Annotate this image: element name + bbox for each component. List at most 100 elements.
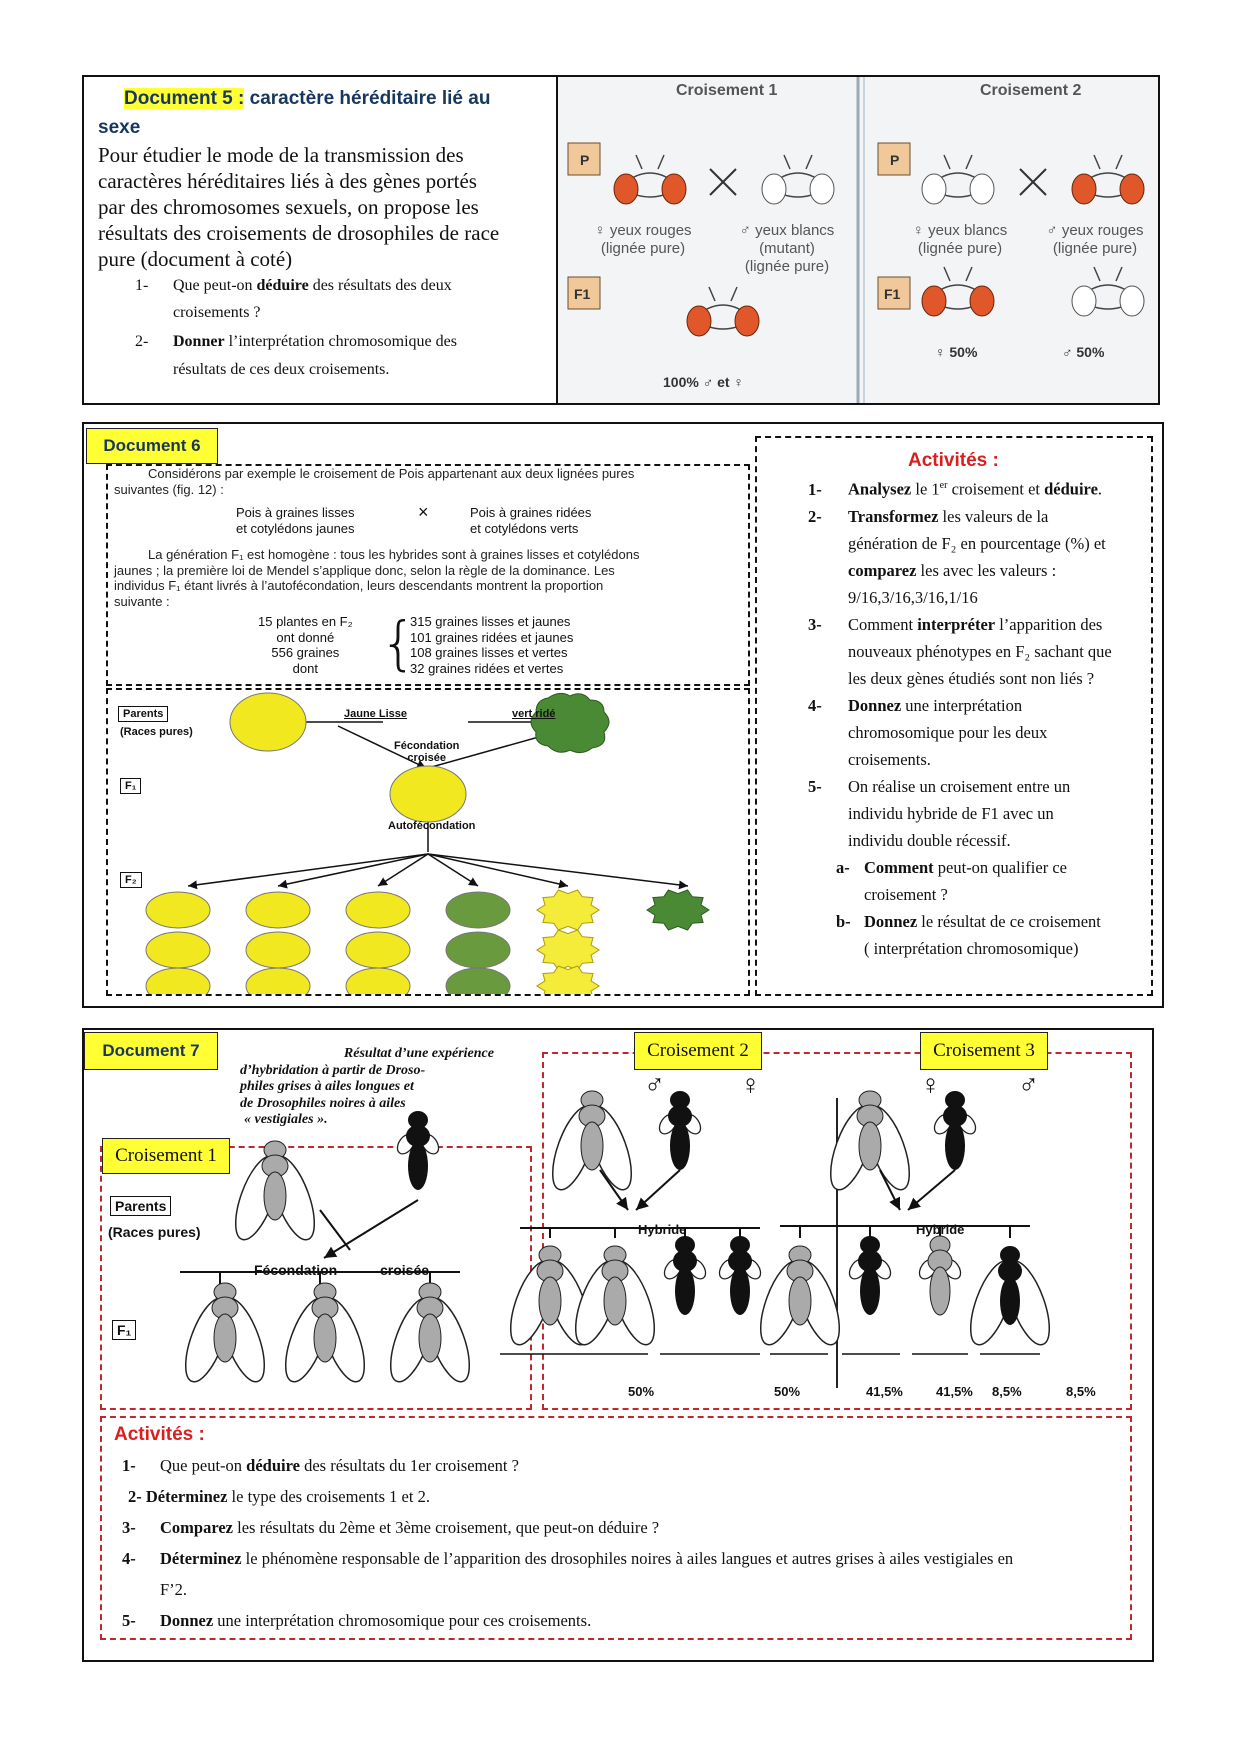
doc6-activity-4: 4-Donnez une interprétation	[808, 695, 1023, 715]
doc6-vert-label: vert ridé	[512, 708, 556, 720]
c3-hybride-label: Hybride	[916, 1222, 965, 1237]
c1-f1-percent: 100% ♂ et ♀	[663, 374, 744, 390]
pea-f2-yellow-wrinkled	[535, 889, 601, 931]
doc6-f2-left: 15 plantes en F₂ ont donné 556 graines d…	[258, 614, 353, 676]
c3-male-symbol: ♂	[1018, 1070, 1039, 1101]
c1-male-label: ♂ yeux blancs (mutant) (lignée pure)	[739, 222, 835, 275]
doc7-activities-title: Activités :	[114, 1424, 205, 1445]
doc6-activities-frame	[755, 436, 1153, 996]
c2-male-label: ♂ yeux rouges (lignée pure)	[1046, 222, 1144, 257]
doc6-activity-2: 2-Transformez les valeurs de la	[808, 506, 1049, 526]
doc6-activity-5a: a-Comment peut-on qualifier ce	[836, 857, 1067, 877]
doc6-diagram-frame	[106, 688, 750, 996]
doc5-title: Document 5 : caractère héréditaire lié a…	[124, 88, 491, 109]
doc7-label: Document 7	[84, 1032, 218, 1070]
c2-f1-male-percent: ♂ 50%	[1062, 344, 1105, 360]
c2-pct-2: 50%	[774, 1384, 801, 1399]
c2-f1-head-red	[921, 266, 995, 317]
c2-f2-grey-long-2	[566, 1245, 664, 1351]
doc5-cross2-title: Croisement 2	[980, 82, 1082, 99]
c2-f1-box	[877, 276, 911, 310]
pea-f2-green-smooth	[445, 967, 511, 994]
pea-f2-yellow-wrinkled	[535, 929, 601, 971]
c1-f1-label: F1	[574, 286, 591, 302]
c2-pct-1: 50%	[628, 1384, 655, 1399]
c1-cross-sign	[709, 168, 737, 196]
doc5-figure-panel	[556, 75, 1160, 405]
pea-f2-yellow-smooth	[345, 967, 411, 994]
doc6-activities-title: Activités :	[908, 450, 999, 471]
doc6-pea-diagram	[145, 692, 710, 994]
c2-cross-sign	[1019, 168, 1047, 196]
c2-parent-grey-long	[543, 1090, 641, 1196]
doc6-cross-sign: ×	[418, 502, 429, 522]
c2-male-head-red	[1071, 154, 1145, 205]
doc6-f1-label: F₁	[120, 778, 142, 794]
pea-f2-yellow-smooth	[145, 891, 211, 929]
doc6-auto-label: Autofécondation	[388, 820, 476, 832]
pea-f2-green-smooth	[445, 891, 511, 929]
c2-female-head-white	[921, 154, 995, 205]
doc6-panel	[82, 422, 1164, 1008]
doc7-cross2-label: Croisement 2	[634, 1032, 762, 1070]
c3-f2-black-long	[961, 1245, 1059, 1351]
doc6-parent-a: Pois à graines lisses et cotylédons jaun…	[236, 505, 355, 536]
doc7-fecondation-label: Fécondation	[254, 1262, 338, 1278]
c1-p-box	[567, 142, 601, 176]
doc6-activities-list: 1-Analysez le 1er croisement et déduire.…	[808, 472, 1148, 962]
c3-parent-black-vestigial	[930, 1090, 980, 1171]
c3-f2-black-vestigial	[845, 1235, 895, 1316]
c1-p-label: P	[580, 152, 590, 168]
c1-parent-black-vestigial	[393, 1110, 443, 1191]
doc5-title-cont: sexe	[98, 117, 141, 138]
pea-f2-yellow-smooth	[345, 891, 411, 929]
doc7-activity-2: 2- Déterminez le type des croisements 1 …	[128, 1487, 430, 1506]
pea-f1-yellow	[389, 765, 467, 823]
doc6-fecondation-label: Fécondation croisée	[394, 740, 460, 764]
doc7-cross3-label: Croisement 3	[920, 1032, 1048, 1070]
pea-f2-yellow-wrinkled	[535, 965, 601, 994]
doc7-activity-5: 5-Donnez une interprétation chromosomiqu…	[122, 1611, 592, 1630]
doc6-brace: {	[380, 609, 417, 677]
pea-f2-yellow-smooth	[245, 891, 311, 929]
c3-pct-4: 8,5%	[1066, 1384, 1096, 1399]
c2-p-box	[877, 142, 911, 176]
doc7-activity-1: 1-Que peut-on déduire des résultats du 1…	[122, 1456, 519, 1475]
c2-female-symbol: ♀	[740, 1070, 761, 1101]
doc5-cross1-title: Croisement 1	[676, 82, 778, 99]
doc7-cross23-frame	[542, 1052, 1132, 1410]
doc7-fly-figure	[176, 1090, 1059, 1388]
doc7-caption: Résultat d’une expérience d’hybridation …	[240, 1046, 494, 1127]
pea-f2-green-smooth	[445, 931, 511, 969]
doc7-races-label: (Races pures)	[108, 1224, 201, 1240]
doc7-cross1-label: Croisement 1	[102, 1138, 230, 1174]
c2-p-label: P	[890, 152, 900, 168]
doc6-label: Document 6	[86, 428, 218, 464]
c1-f1-fly-1	[176, 1282, 274, 1388]
doc7-parents-label: Parents	[110, 1196, 172, 1216]
c2-male-symbol: ♂	[644, 1070, 665, 1101]
pea-f2-green-wrinkled	[646, 889, 710, 931]
c3-f2-grey-vestigial	[915, 1235, 965, 1316]
c3-female-symbol: ♀	[920, 1070, 941, 1101]
doc7-activities-frame	[100, 1416, 1132, 1640]
doc6-parents-label: Parents	[118, 706, 169, 722]
c1-f1-box	[567, 276, 601, 310]
doc6-parent-b: Pois à graines ridées et cotylédons vert…	[470, 505, 592, 536]
c3-pct-3: 8,5%	[992, 1384, 1022, 1399]
doc6-f2-right: 315 graines lisses et jaunes 101 graines…	[410, 614, 574, 676]
doc6-jaune-label: Jaune Lisse	[344, 708, 407, 720]
c2-hybride-label: Hybride	[638, 1222, 687, 1237]
doc7-activity-4: 4-Déterminez le phénomène responsable de…	[122, 1549, 1014, 1568]
pea-f2-yellow-smooth	[145, 967, 211, 994]
doc7-f1-label: F₁	[112, 1320, 137, 1340]
c1-f1-fly-2	[276, 1282, 374, 1388]
doc5-question-1: 1-Que peut-on déduire des résultats des …	[135, 277, 452, 321]
c3-parent-grey-long	[821, 1090, 919, 1196]
c1-female-label: ♀ yeux rouges (lignée pure)	[594, 222, 692, 257]
pea-parent-green-wrinkled	[530, 692, 610, 754]
c2-f1-female-percent: ♀ 50%	[935, 344, 978, 360]
doc5-intro: Pour étudier le mode de la transmission …	[98, 143, 500, 271]
doc6-text-f1: La génération F₁ est homogène : tous les…	[114, 547, 640, 609]
doc6-text: Considérons par exemple le croisement de…	[114, 466, 635, 497]
